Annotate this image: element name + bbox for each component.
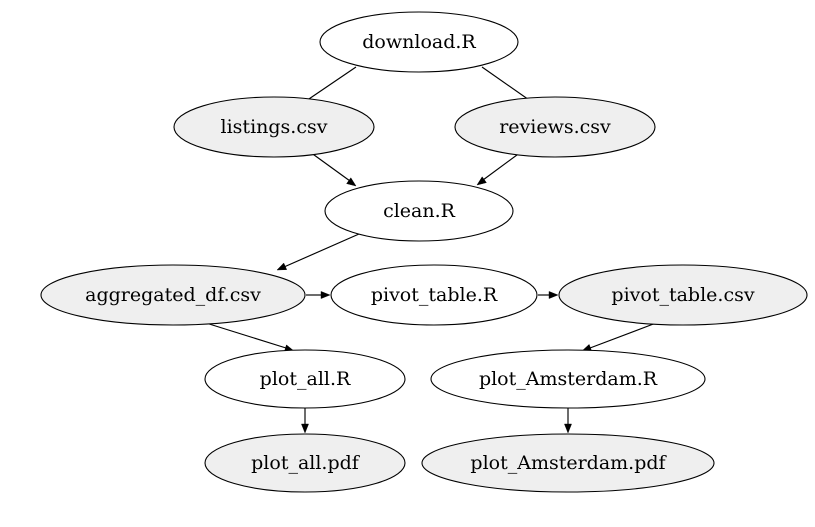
edge-arrowhead-icon [564, 423, 572, 434]
node-shape-ellipse[interactable] [204, 433, 406, 493]
edges-layer [205, 66, 657, 434]
node-label: pivot_table.csv [611, 284, 754, 306]
edge [538, 291, 559, 299]
edge [309, 151, 357, 187]
edge [301, 408, 309, 434]
node-pivot_table_r[interactable]: pivot_table.R [330, 264, 538, 326]
edge-arrowhead-icon [476, 176, 487, 186]
node-plot_amsterdam_r[interactable]: plot_Amsterdam.R [430, 349, 706, 409]
node-shape-ellipse[interactable] [330, 264, 538, 326]
edge-arrowhead-icon [276, 262, 287, 271]
node-plot_amsterdam_pdf[interactable]: plot_Amsterdam.pdf [421, 433, 715, 493]
node-label: listings.csv [221, 116, 328, 138]
node-label: plot_all.pdf [251, 452, 361, 474]
node-shape-ellipse[interactable] [40, 264, 306, 326]
node-shape-ellipse[interactable] [454, 96, 656, 158]
node-label: plot_Amsterdam.R [479, 368, 658, 390]
edge-arrowhead-icon [548, 291, 559, 299]
edge-line [283, 233, 360, 268]
edge-line [481, 66, 533, 103]
edge [205, 322, 295, 353]
node-listings_csv[interactable]: listings.csv [173, 96, 375, 158]
node-shape-ellipse[interactable] [430, 349, 706, 409]
edge-line [589, 322, 657, 349]
node-label: clean.R [383, 200, 456, 222]
edge [476, 151, 522, 186]
edge-line [205, 322, 287, 349]
edge-arrowhead-icon [301, 423, 309, 434]
edge [306, 291, 331, 299]
node-label: plot_Amsterdam.pdf [470, 452, 667, 474]
edge [564, 408, 572, 434]
edge-line [309, 151, 351, 182]
node-pivot_table_csv[interactable]: pivot_table.csv [558, 264, 808, 326]
edge [276, 233, 360, 271]
node-plot_all_pdf[interactable]: plot_all.pdf [204, 433, 406, 493]
node-label: aggregated_df.csv [85, 284, 261, 306]
edge-line [482, 151, 522, 181]
node-download_r[interactable]: download.R [319, 11, 519, 73]
edge-line [302, 66, 357, 104]
node-shape-ellipse[interactable] [204, 349, 406, 409]
node-label: download.R [362, 31, 476, 53]
node-clean_r[interactable]: clean.R [324, 180, 514, 242]
edge-arrowhead-icon [320, 291, 331, 299]
node-shape-ellipse[interactable] [324, 180, 514, 242]
node-label: pivot_table.R [371, 284, 498, 306]
node-aggregated_df_csv[interactable]: aggregated_df.csv [40, 264, 306, 326]
node-shape-ellipse[interactable] [319, 11, 519, 73]
edge-arrowhead-icon [346, 177, 357, 187]
node-plot_all_r[interactable]: plot_all.R [204, 349, 406, 409]
edge [581, 322, 657, 352]
node-reviews_csv[interactable]: reviews.csv [454, 96, 656, 158]
node-shape-ellipse[interactable] [173, 96, 375, 158]
node-shape-ellipse[interactable] [558, 264, 808, 326]
node-shape-ellipse[interactable] [421, 433, 715, 493]
node-label: reviews.csv [499, 116, 611, 138]
nodes-layer: download.R listings.csv reviews.csv clean.R… [40, 11, 808, 493]
node-label: plot_all.R [260, 368, 351, 390]
